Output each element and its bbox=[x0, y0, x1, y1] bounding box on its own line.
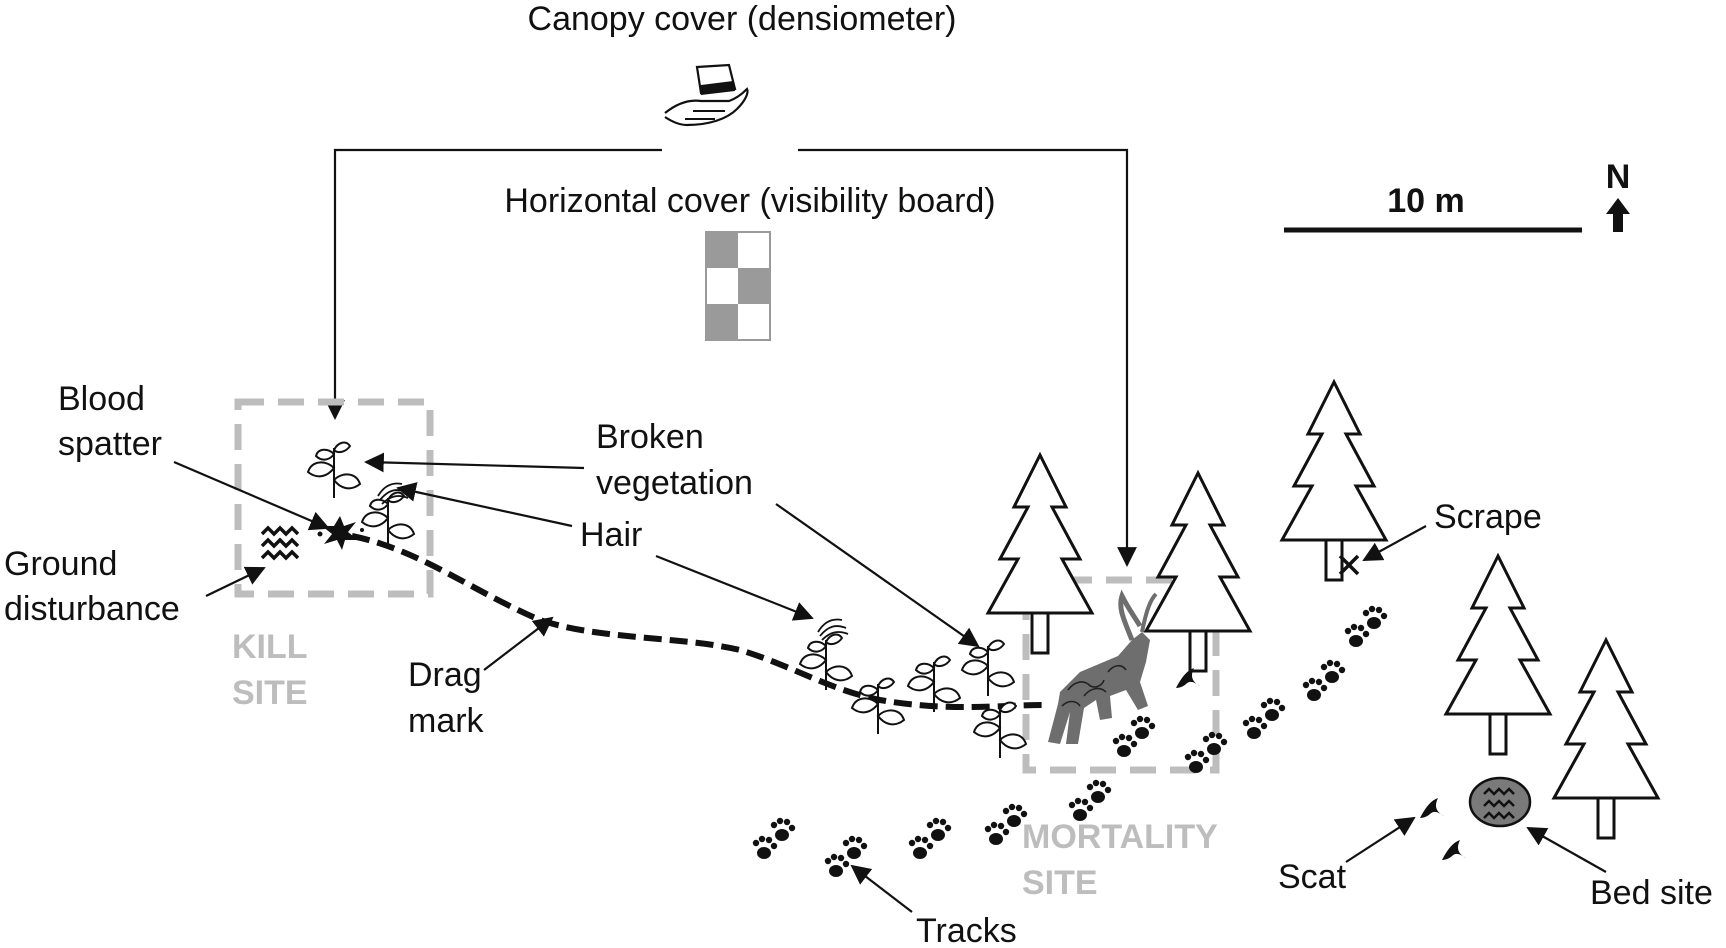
ground-disturbance-label-1: Ground bbox=[4, 545, 117, 583]
canopy-connector-right bbox=[798, 148, 1137, 567]
broken-vegetation-label-2: vegetation bbox=[596, 464, 753, 502]
drag-mark-path bbox=[351, 533, 1043, 711]
canopy-connector-left bbox=[325, 148, 662, 420]
drag-mark-arrow bbox=[483, 616, 554, 671]
scat-icon-3 bbox=[1442, 840, 1466, 860]
hair-icon-drag bbox=[817, 618, 849, 641]
bed-site-arrow bbox=[1526, 827, 1607, 873]
scat-icon-2 bbox=[1420, 798, 1444, 818]
canopy-cover-label: Canopy cover (densiometer) bbox=[528, 0, 957, 38]
scat-label: Scat bbox=[1278, 858, 1347, 896]
kill-site-label-1: KILL bbox=[232, 628, 308, 666]
broken-vegetation-label-1: Broken bbox=[596, 418, 704, 456]
hair-label: Hair bbox=[580, 516, 642, 554]
scrape-x-icon bbox=[1338, 554, 1360, 576]
broken-plant-icon-drag-2 bbox=[851, 677, 905, 735]
broken-plant-icon-drag-1 bbox=[799, 633, 853, 691]
north-arrow-icon bbox=[1606, 198, 1630, 232]
hand-densiometer-icon bbox=[664, 63, 749, 127]
broken-plant-icon-kill-2 bbox=[361, 491, 415, 549]
bed-site-label: Bed site bbox=[1590, 874, 1713, 912]
conifer-tree-icon-3 bbox=[1280, 380, 1388, 582]
bed-site-icon bbox=[1468, 776, 1532, 828]
ground-disturbance-icon bbox=[260, 525, 300, 561]
scrape-label: Scrape bbox=[1434, 498, 1542, 536]
hair-arrow-drag bbox=[655, 554, 814, 621]
mortality-site-label-2: SITE bbox=[1022, 864, 1098, 902]
scat-arrow bbox=[1345, 816, 1416, 863]
tracks-label: Tracks bbox=[916, 912, 1017, 948]
ground-disturbance-label-2: disturbance bbox=[4, 590, 180, 628]
scale-label: 10 m bbox=[1387, 182, 1465, 220]
drag-mark-label-1: Drag bbox=[408, 656, 482, 694]
blood-spatter-label-1: Blood bbox=[58, 380, 145, 418]
conifer-tree-icon-2 bbox=[1144, 471, 1252, 673]
broken-plant-icon-drag-3 bbox=[907, 655, 961, 713]
mortality-site-box bbox=[1022, 576, 1220, 774]
broken-vegetation-arrow-drag bbox=[775, 503, 980, 648]
deer-carcass-icon bbox=[1048, 589, 1158, 744]
mortality-site-label-1: MORTALITY bbox=[1022, 818, 1218, 856]
north-label: N bbox=[1606, 158, 1631, 196]
blood-spatter-icon bbox=[317, 516, 364, 550]
visibility-board-icon bbox=[705, 231, 771, 341]
conifer-tree-icon-1 bbox=[986, 453, 1094, 655]
broken-plant-icon-drag-4 bbox=[961, 639, 1015, 697]
broken-vegetation-arrow-kill bbox=[364, 452, 585, 473]
blood-spatter-arrow bbox=[173, 460, 330, 531]
kill-site-box bbox=[234, 398, 434, 598]
broken-plant-icon-drag-5 bbox=[973, 701, 1027, 759]
blood-spatter-label-2: spatter bbox=[58, 425, 162, 463]
conifer-tree-icon-4 bbox=[1444, 554, 1552, 756]
drag-mark-label-2: mark bbox=[408, 702, 485, 740]
tracks-arrow bbox=[850, 864, 913, 913]
horizontal-cover-label: Horizontal cover (visibility board) bbox=[504, 182, 995, 220]
hair-arrow-kill bbox=[396, 482, 573, 528]
scrape-arrow bbox=[1362, 525, 1427, 561]
conifer-tree-icon-5 bbox=[1552, 638, 1660, 840]
broken-plant-icon-kill-1 bbox=[307, 441, 361, 499]
kill-site-label-2: SITE bbox=[232, 674, 308, 712]
ground-disturbance-arrow bbox=[205, 566, 266, 597]
